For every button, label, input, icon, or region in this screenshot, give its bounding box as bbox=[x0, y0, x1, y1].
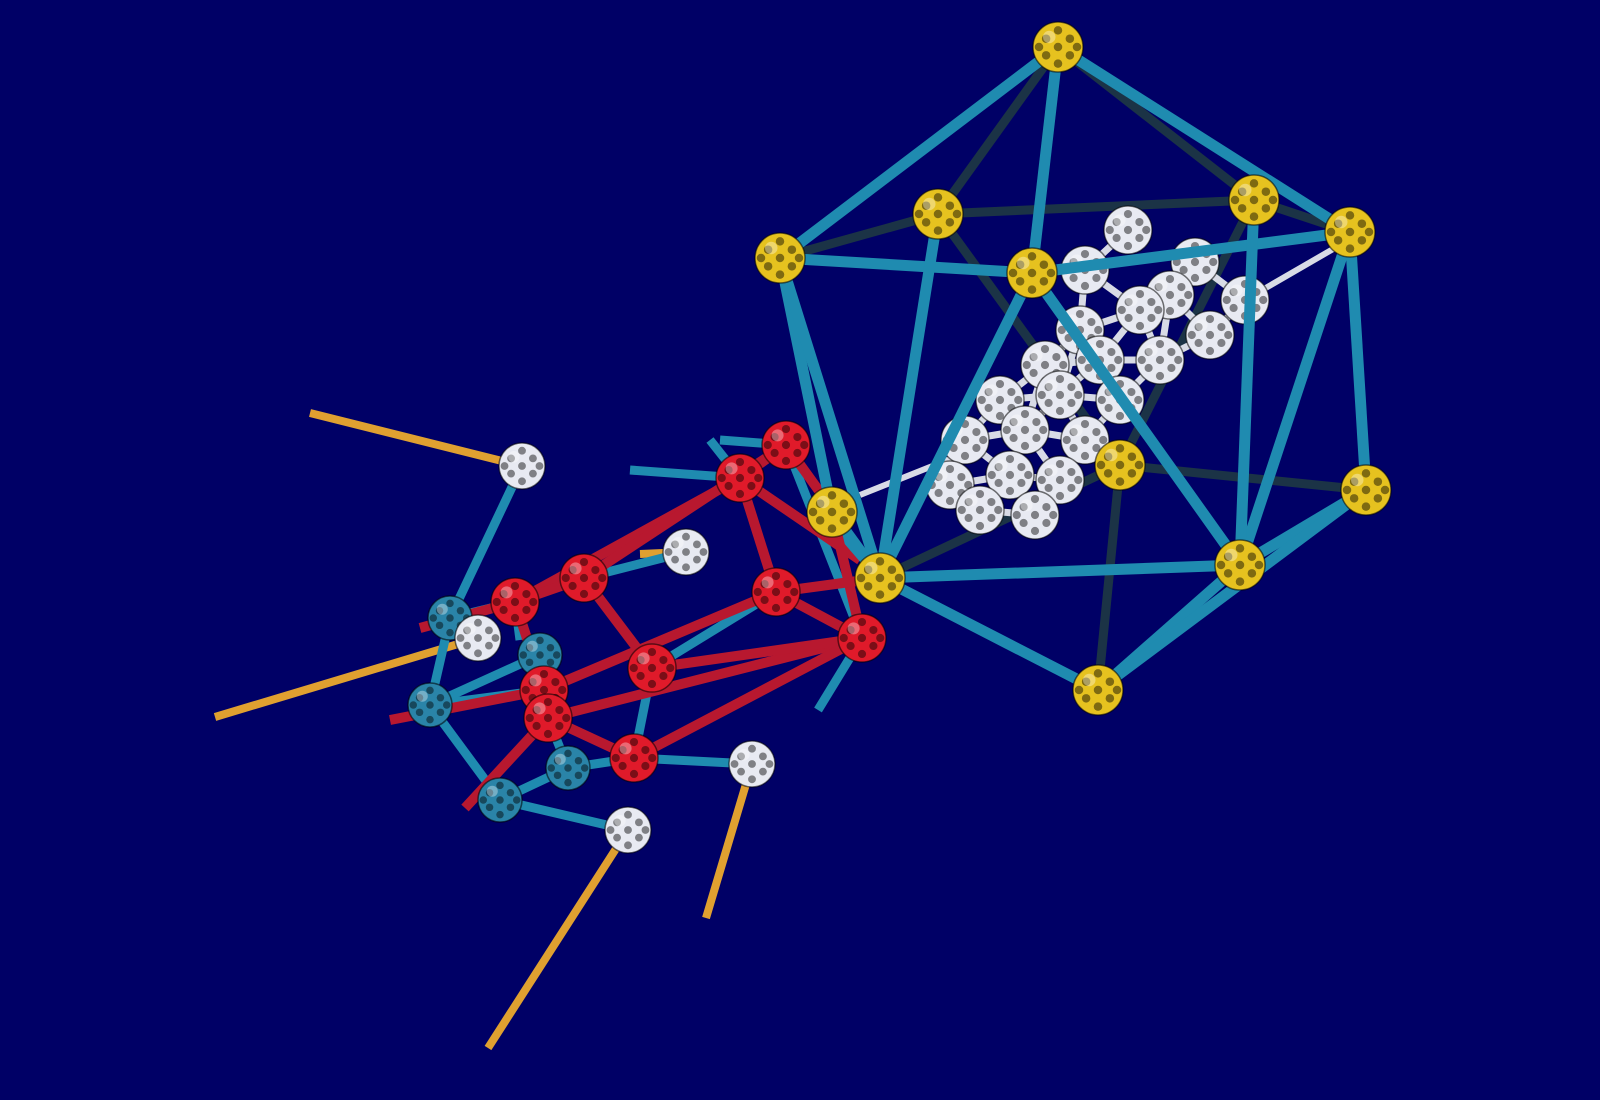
front-strut bbox=[1094, 485, 1370, 695]
yellow-node bbox=[1094, 439, 1146, 491]
white-node bbox=[498, 442, 546, 490]
back-strut bbox=[1093, 464, 1125, 691]
yellow-node bbox=[1006, 247, 1058, 299]
red-node bbox=[715, 453, 765, 503]
blue-node bbox=[517, 632, 563, 678]
white-node bbox=[662, 528, 710, 576]
yellow-node bbox=[1032, 21, 1084, 73]
white-node bbox=[728, 740, 776, 788]
yellow-node bbox=[1340, 464, 1392, 516]
blue-strut bbox=[445, 464, 527, 620]
red-strut bbox=[546, 633, 864, 723]
front-strut bbox=[774, 256, 886, 580]
yellow-node bbox=[912, 188, 964, 240]
white-node bbox=[1115, 285, 1165, 335]
white-node bbox=[454, 614, 502, 662]
red-node bbox=[751, 567, 801, 617]
white-node bbox=[1135, 335, 1185, 385]
orange-strut bbox=[309, 409, 523, 470]
yellow-node bbox=[1324, 206, 1376, 258]
yellow-node bbox=[1214, 539, 1266, 591]
front-strut bbox=[1026, 46, 1064, 274]
red-strut bbox=[542, 587, 778, 695]
red-node bbox=[761, 420, 811, 470]
front-strut bbox=[1344, 231, 1372, 491]
white-node bbox=[1185, 310, 1235, 360]
front-strut bbox=[1234, 199, 1260, 566]
white-node bbox=[1000, 405, 1050, 455]
icosahedron-front-strut-group bbox=[774, 42, 1372, 695]
white-node bbox=[1035, 455, 1085, 505]
front-strut bbox=[875, 270, 1037, 581]
white-node bbox=[985, 450, 1035, 500]
front-strut bbox=[1031, 226, 1351, 279]
white-node bbox=[1010, 490, 1060, 540]
node-group bbox=[407, 21, 1392, 854]
yellow-node bbox=[854, 552, 906, 604]
yellow-node bbox=[754, 232, 806, 284]
white-node bbox=[1060, 415, 1110, 465]
red-node bbox=[490, 577, 540, 627]
front-strut bbox=[779, 252, 1033, 279]
front-strut bbox=[776, 42, 1062, 263]
white-node bbox=[955, 485, 1005, 535]
back-strut bbox=[778, 209, 940, 263]
white-node bbox=[1035, 370, 1085, 420]
yellow-node bbox=[1072, 664, 1124, 716]
orange-strut bbox=[484, 827, 632, 1051]
yellow-node bbox=[806, 486, 858, 538]
front-strut bbox=[1027, 269, 1245, 569]
red-node bbox=[837, 613, 887, 663]
red-node bbox=[559, 553, 609, 603]
red-strut bbox=[631, 633, 865, 763]
front-strut bbox=[1055, 42, 1353, 237]
blue-node bbox=[477, 777, 523, 823]
white-node bbox=[1103, 205, 1153, 255]
blue-node bbox=[407, 682, 453, 728]
red-strut bbox=[651, 633, 863, 673]
red-node bbox=[523, 693, 573, 743]
red-node bbox=[609, 733, 659, 783]
front-strut bbox=[879, 559, 1241, 584]
yellow-node bbox=[1228, 174, 1280, 226]
white-node bbox=[604, 806, 652, 854]
orange-strut bbox=[702, 762, 756, 920]
orange-strut bbox=[213, 634, 480, 721]
back-strut bbox=[934, 44, 1062, 217]
front-strut bbox=[877, 573, 1101, 695]
front-strut bbox=[874, 213, 944, 579]
blue-node bbox=[545, 745, 591, 791]
back-strut bbox=[937, 195, 1255, 219]
front-strut bbox=[1234, 230, 1356, 567]
red-node bbox=[627, 643, 677, 693]
